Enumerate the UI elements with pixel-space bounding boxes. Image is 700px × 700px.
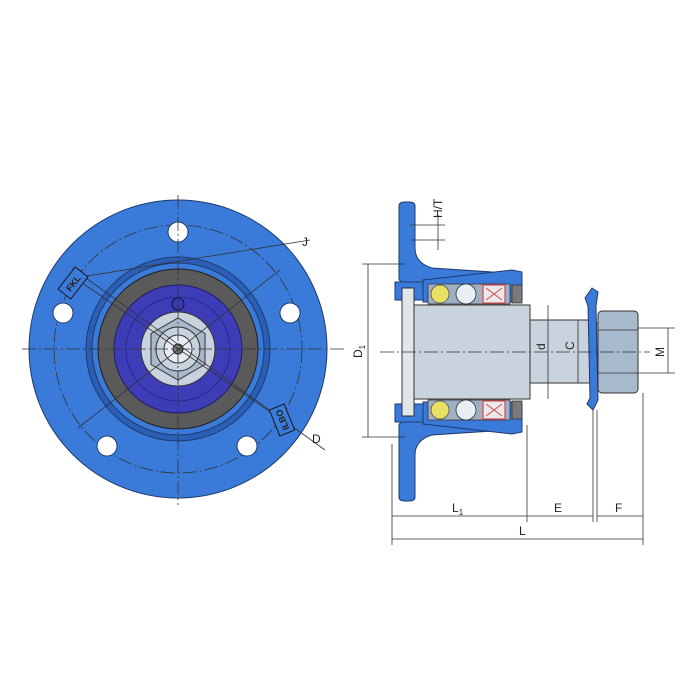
label-d1: D1: [351, 344, 367, 358]
bolt-hole-left: [52, 302, 74, 324]
bolt-hole-bottom-left: [96, 435, 118, 457]
front-view: FKL ILBO J D: [22, 195, 345, 505]
label-d-big: D: [312, 432, 321, 446]
bolt-hole-right: [279, 302, 301, 324]
label-f: F: [615, 501, 622, 515]
stamp-right-box: [268, 403, 296, 437]
flange-top: [398, 201, 493, 287]
label-d-small: d: [534, 343, 548, 350]
stamp-left-box: [57, 266, 89, 300]
label-l1: L1: [452, 501, 464, 517]
dim-d-line-2: [77, 269, 281, 429]
label-j: J: [302, 235, 308, 249]
bolt-hole-bottom-right: [236, 435, 258, 457]
label-ht: H/T: [431, 198, 445, 218]
flange-bottom: [398, 417, 493, 502]
label-e: E: [554, 501, 562, 515]
label-c: C: [563, 341, 577, 350]
bearing-top: [427, 283, 511, 305]
seal-bottom: [511, 400, 523, 420]
label-m: M: [653, 347, 667, 357]
dim-j-line: [74, 239, 311, 279]
side-view: H/T D1 d C M L1 E F L: [351, 198, 675, 545]
shaft-journal: [529, 319, 591, 384]
label-l: L: [519, 524, 526, 538]
seal-top: [511, 284, 523, 304]
bearing-bottom: [427, 399, 511, 421]
